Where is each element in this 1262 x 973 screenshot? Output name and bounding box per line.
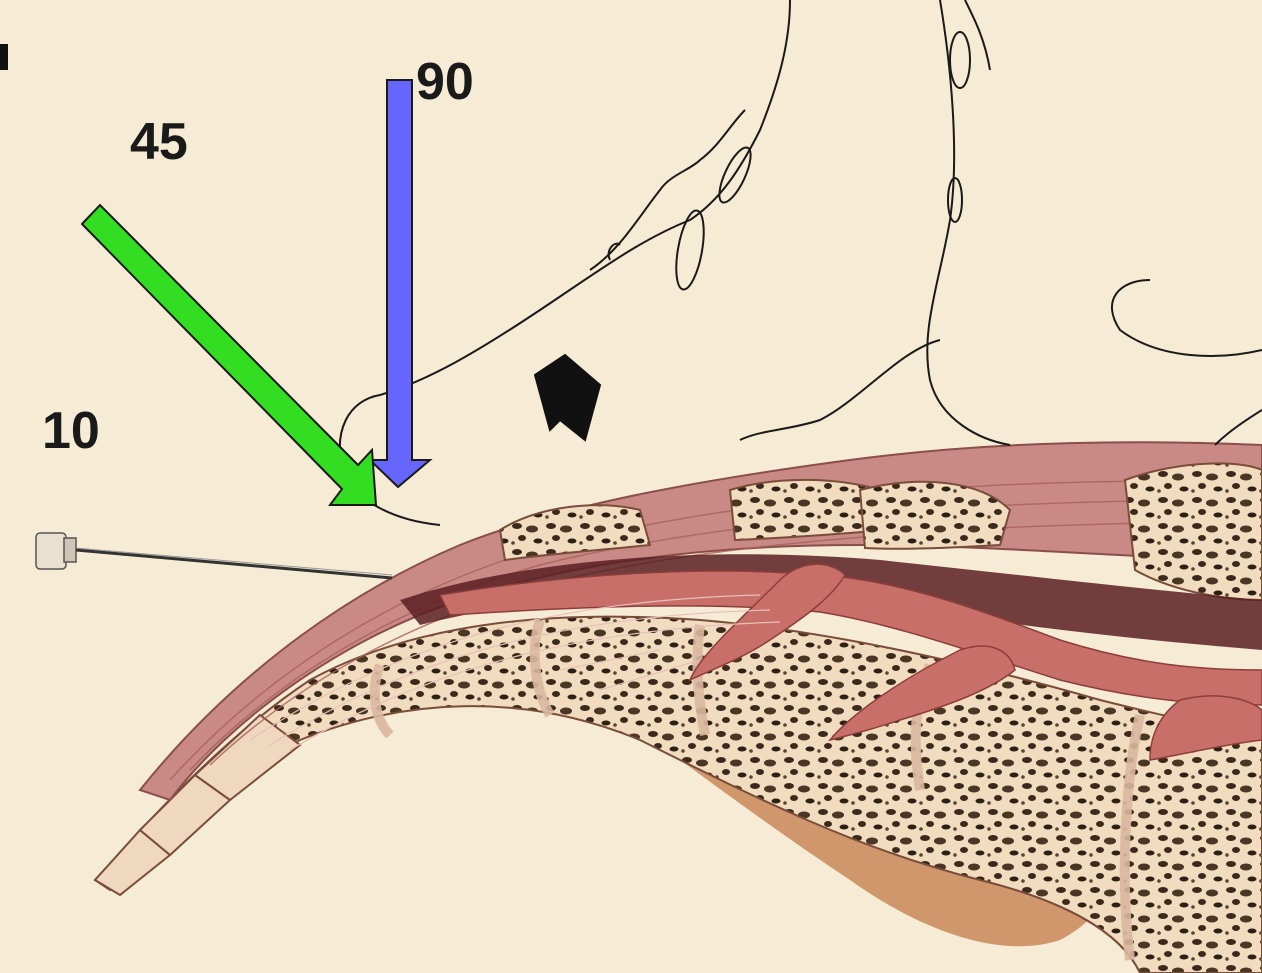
arrow-90 [370,80,430,487]
black-arrowhead-icon [535,355,600,440]
arrow-45 [82,205,376,505]
angle-label-90: 90 [416,56,474,108]
hand-outline [590,0,990,291]
buttock-fold-4 [1215,410,1262,445]
buttock-fold-2 [740,340,940,440]
angle-label-45: 45 [130,116,188,168]
buttock-fold-3 [1112,280,1262,356]
angle-label-10: 10 [42,405,100,457]
needle-icon [36,533,392,578]
buttock-fold [927,0,1010,445]
